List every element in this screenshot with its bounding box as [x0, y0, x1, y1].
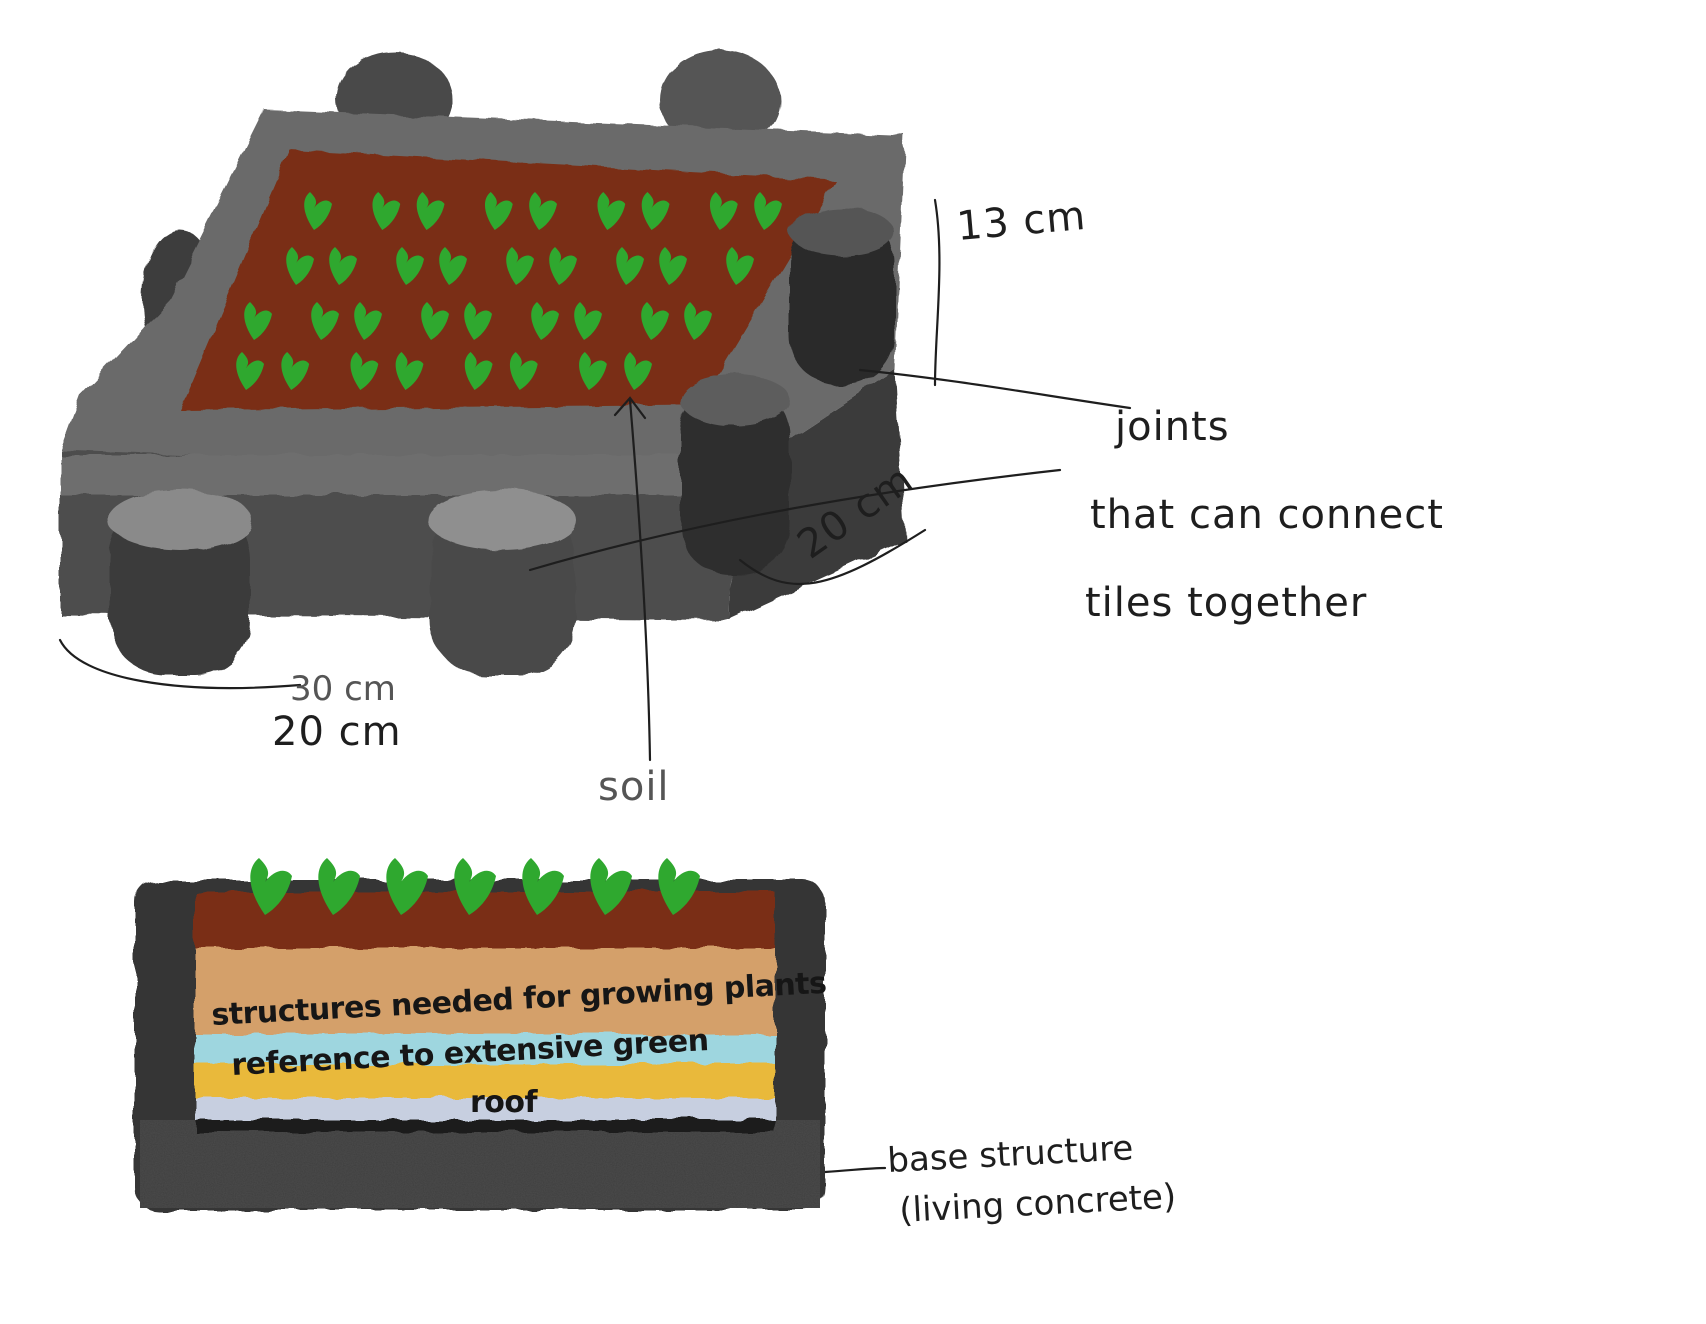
joint-right-front-cap: [680, 374, 790, 426]
joints-label-line3: tiles together: [1085, 580, 1367, 626]
base-label-line2: (living concrete): [898, 1177, 1177, 1231]
height-dimension-line: [935, 200, 939, 385]
layer-black-line: [195, 1120, 775, 1132]
joint-right-back-cap: [790, 208, 894, 256]
tile-front-rim: [60, 455, 735, 495]
base-leader-line: [825, 1168, 885, 1172]
section-labels: base structure (living concrete): [886, 1128, 1177, 1231]
width-label-line1: 30 cm: [290, 669, 396, 709]
width-label-line2: 20 cm: [272, 709, 402, 755]
joints-label-line1: joints: [1114, 404, 1230, 450]
section-base-structure: [140, 1120, 820, 1208]
joints-label-line2: that can connect: [1090, 492, 1444, 538]
height-label: 13 cm: [955, 193, 1088, 250]
joint-front-left-cap: [108, 490, 252, 550]
layers-note-line3: roof: [470, 1085, 539, 1120]
tile-section-view: structures needed for growing plants ref…: [135, 858, 827, 1210]
joint-front-right-cap: [428, 490, 576, 550]
joints-leader-line-1: [860, 370, 1130, 408]
soil-label: soil: [598, 764, 670, 810]
base-label-line1: base structure: [886, 1128, 1134, 1181]
